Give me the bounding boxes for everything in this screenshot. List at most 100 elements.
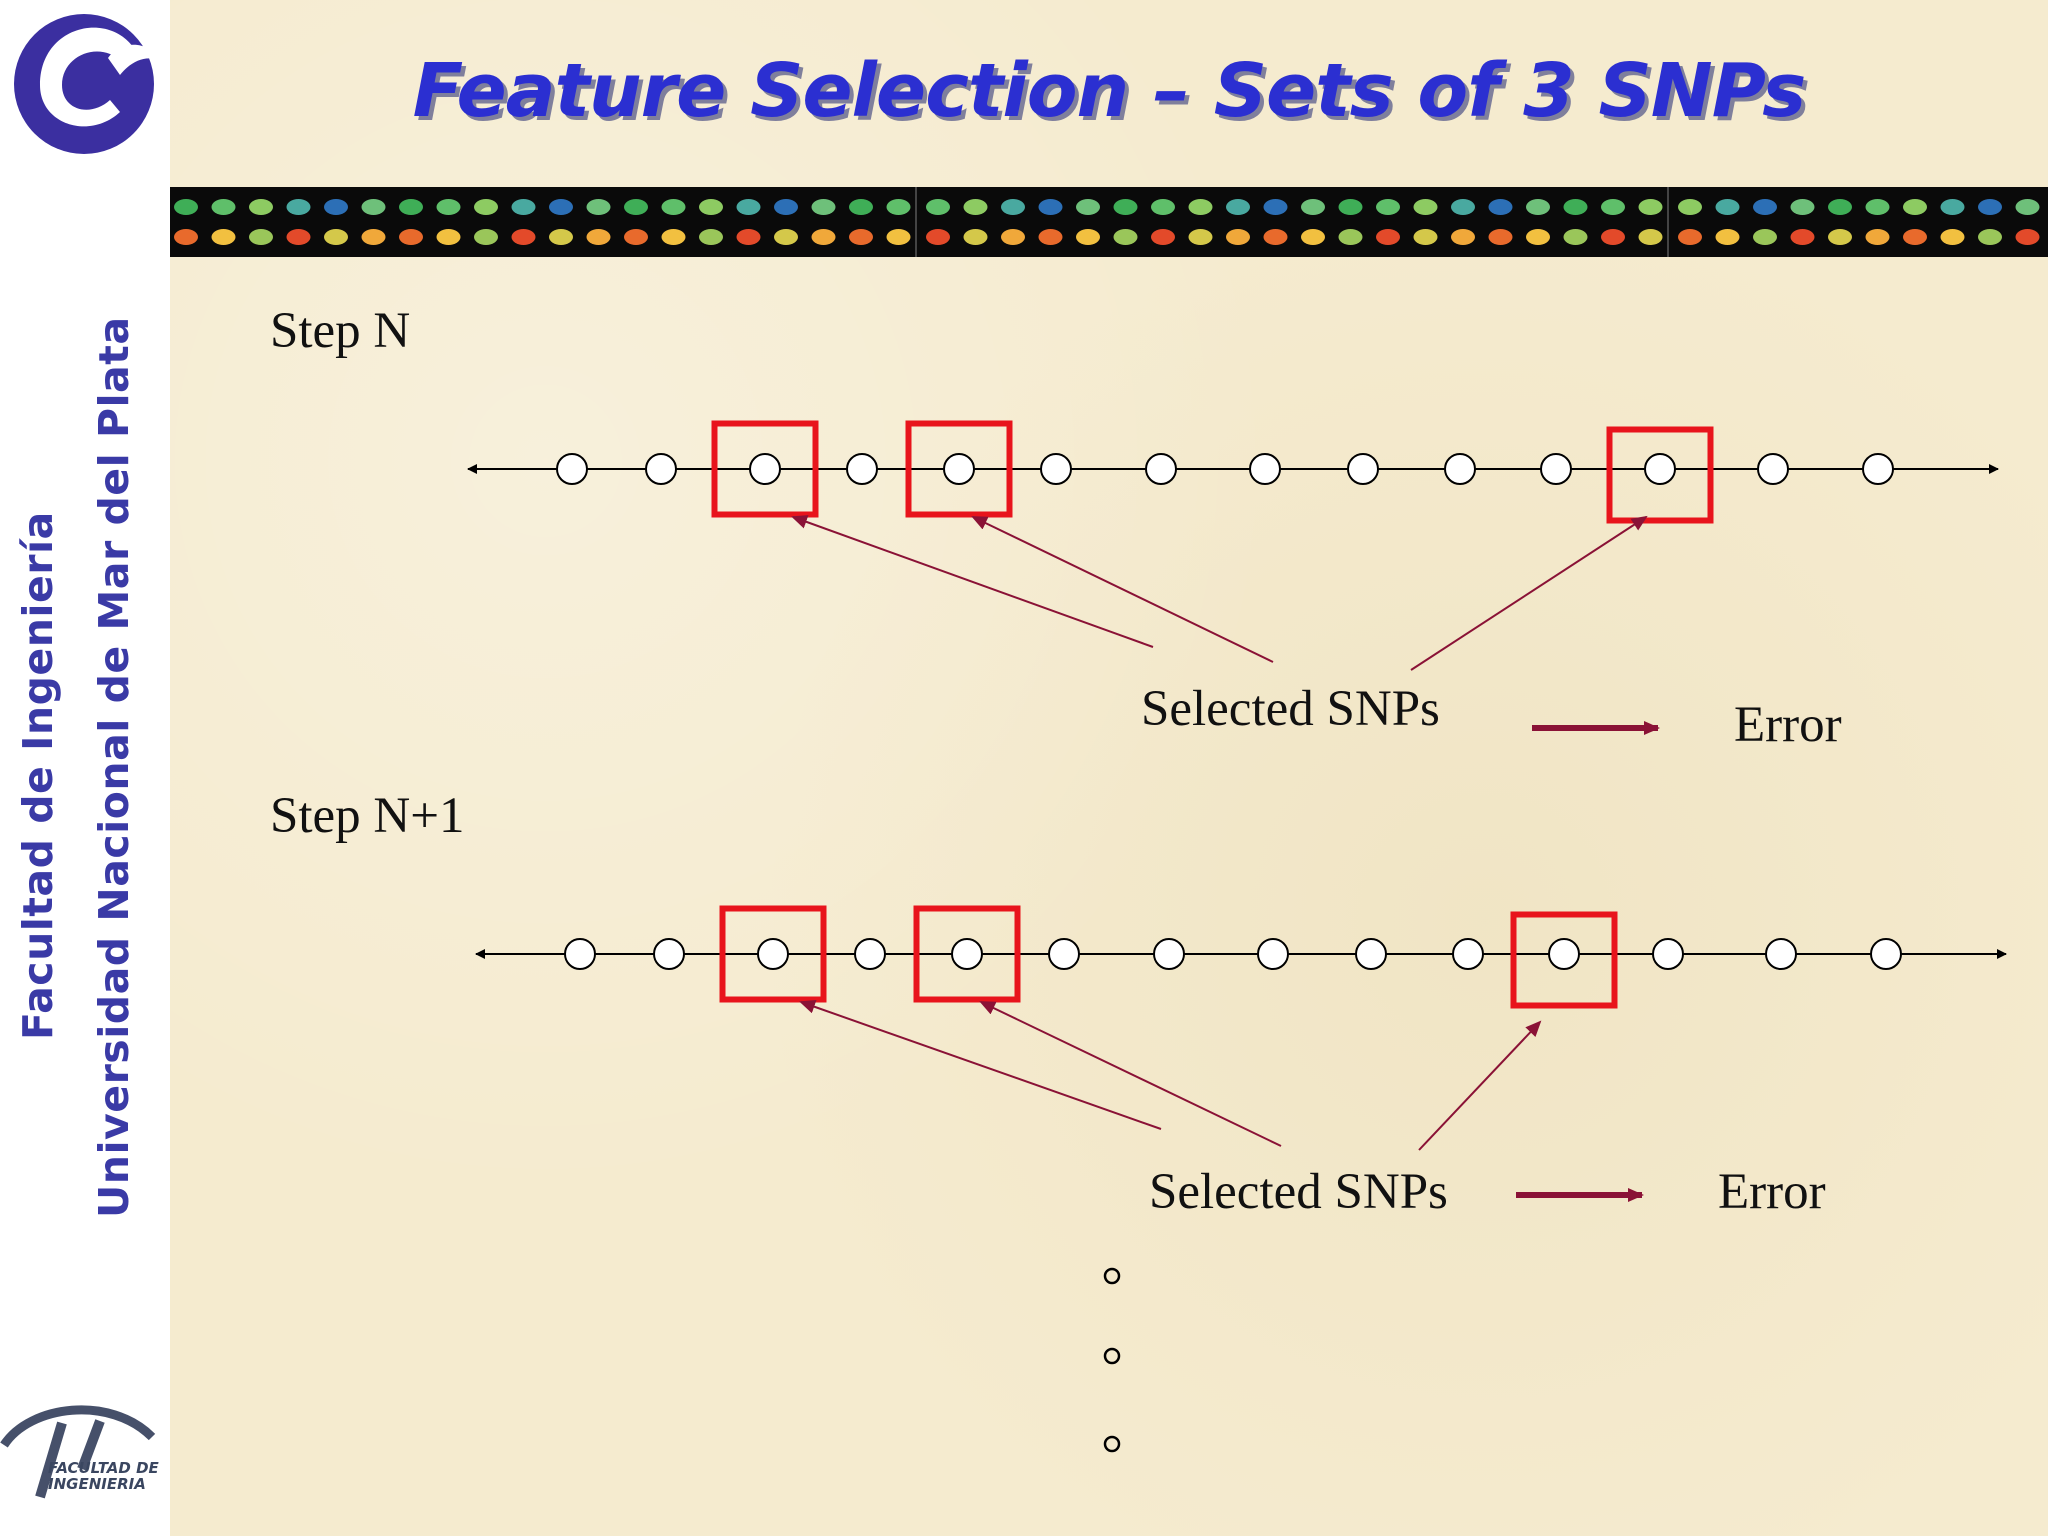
array-spot — [1678, 229, 1702, 245]
snp-node — [653, 938, 685, 970]
ellipsis-dot — [1103, 1267, 1121, 1285]
array-spot — [1865, 229, 1890, 245]
array-spot — [1001, 199, 1025, 215]
array-spot — [324, 229, 348, 245]
selection-pointer-arrow — [799, 1000, 1162, 1130]
faculty-logo — [0, 1405, 156, 1499]
sidebar: Facultad de Ingeniería Universidad Nacio… — [0, 0, 170, 1536]
array-spot — [1263, 229, 1288, 245]
array-spot — [1188, 229, 1213, 245]
array-spot — [474, 199, 498, 215]
array-spot — [511, 199, 536, 215]
snp-node — [1452, 938, 1484, 970]
selection-pointer-arrow — [1410, 515, 1648, 671]
array-spot — [1978, 199, 2002, 215]
array-spot — [736, 229, 761, 245]
selected-snp-box — [711, 420, 819, 518]
microarray-banner — [170, 187, 2048, 257]
array-spot — [174, 199, 198, 215]
snp-row-2 — [475, 905, 2007, 1202]
snp-node — [1249, 453, 1281, 485]
array-spot — [1563, 229, 1588, 245]
array-spot — [1638, 229, 1663, 245]
array-spot — [1076, 199, 1100, 215]
array-spot — [1903, 199, 1927, 215]
snp-node — [1145, 453, 1177, 485]
array-spot — [399, 199, 423, 215]
step-label-1: Step N — [270, 303, 411, 359]
array-spot — [1678, 199, 1702, 215]
array-spot — [963, 199, 988, 215]
array-spot — [174, 229, 198, 245]
snp-node — [1644, 453, 1676, 485]
array-spot — [1940, 229, 1965, 245]
array-spot — [1790, 229, 1815, 245]
array-spot — [661, 229, 686, 245]
array-spot — [1151, 229, 1175, 245]
array-spot — [2015, 229, 2040, 245]
array-spot — [1301, 199, 1325, 215]
array-spot — [549, 199, 573, 215]
snp-node — [1355, 938, 1387, 970]
array-spot — [286, 229, 311, 245]
array-spot — [361, 199, 386, 215]
array-spot — [1113, 199, 1138, 215]
array-spot — [1113, 229, 1138, 245]
array-spot — [736, 199, 761, 215]
array-spot — [1338, 199, 1363, 215]
selection-pointer-arrow — [971, 516, 1274, 663]
snp-row-1 — [467, 420, 1999, 735]
array-spot — [1715, 199, 1740, 215]
array-spot — [1563, 199, 1588, 215]
array-spot — [1076, 229, 1100, 245]
snp-node — [951, 938, 983, 970]
array-spot — [1226, 229, 1250, 245]
array-spot — [1451, 229, 1475, 245]
selected-snp-box — [905, 420, 1013, 518]
array-spot — [1376, 199, 1400, 215]
array-spot — [586, 199, 611, 215]
snp-node — [1444, 453, 1476, 485]
array-spot — [1601, 229, 1625, 245]
array-spot — [774, 229, 798, 245]
snp-node — [749, 453, 781, 485]
snp-node — [1548, 938, 1580, 970]
array-spot — [963, 229, 988, 245]
error-label-2: Error — [1718, 1164, 1826, 1220]
array-spot — [1038, 199, 1063, 215]
array-spot — [249, 229, 273, 245]
array-spot — [1413, 199, 1438, 215]
selection-pointer-arrow — [791, 515, 1154, 648]
array-spot — [249, 199, 273, 215]
array-spot — [811, 229, 836, 245]
array-spot — [699, 229, 723, 245]
array-spot — [624, 199, 648, 215]
selected-snp-box — [1606, 426, 1714, 524]
array-spot — [361, 229, 386, 245]
array-spot — [661, 199, 686, 215]
array-spot — [1828, 229, 1852, 245]
banner-background — [170, 187, 2048, 257]
snp-node — [1257, 938, 1289, 970]
array-spot — [811, 199, 836, 215]
snp-node — [1757, 453, 1789, 485]
array-spot — [1978, 229, 2002, 245]
snp-node — [1765, 938, 1797, 970]
snp-node — [943, 453, 975, 485]
snp-node — [1862, 453, 1894, 485]
array-spot — [1188, 199, 1213, 215]
array-spot — [1038, 229, 1063, 245]
array-spot — [1488, 229, 1513, 245]
snp-node — [564, 938, 596, 970]
snp-node — [1540, 453, 1572, 485]
array-spot — [1753, 229, 1777, 245]
array-spot — [511, 229, 536, 245]
snp-node — [1870, 938, 1902, 970]
array-spot — [1413, 229, 1438, 245]
faculty-logo-line1: FACULTAD DE — [48, 1459, 159, 1477]
snp-node — [846, 453, 878, 485]
array-spot — [1451, 199, 1475, 215]
array-spot — [1263, 199, 1288, 215]
array-spot — [1151, 199, 1175, 215]
ellipsis-dot — [1103, 1435, 1121, 1453]
